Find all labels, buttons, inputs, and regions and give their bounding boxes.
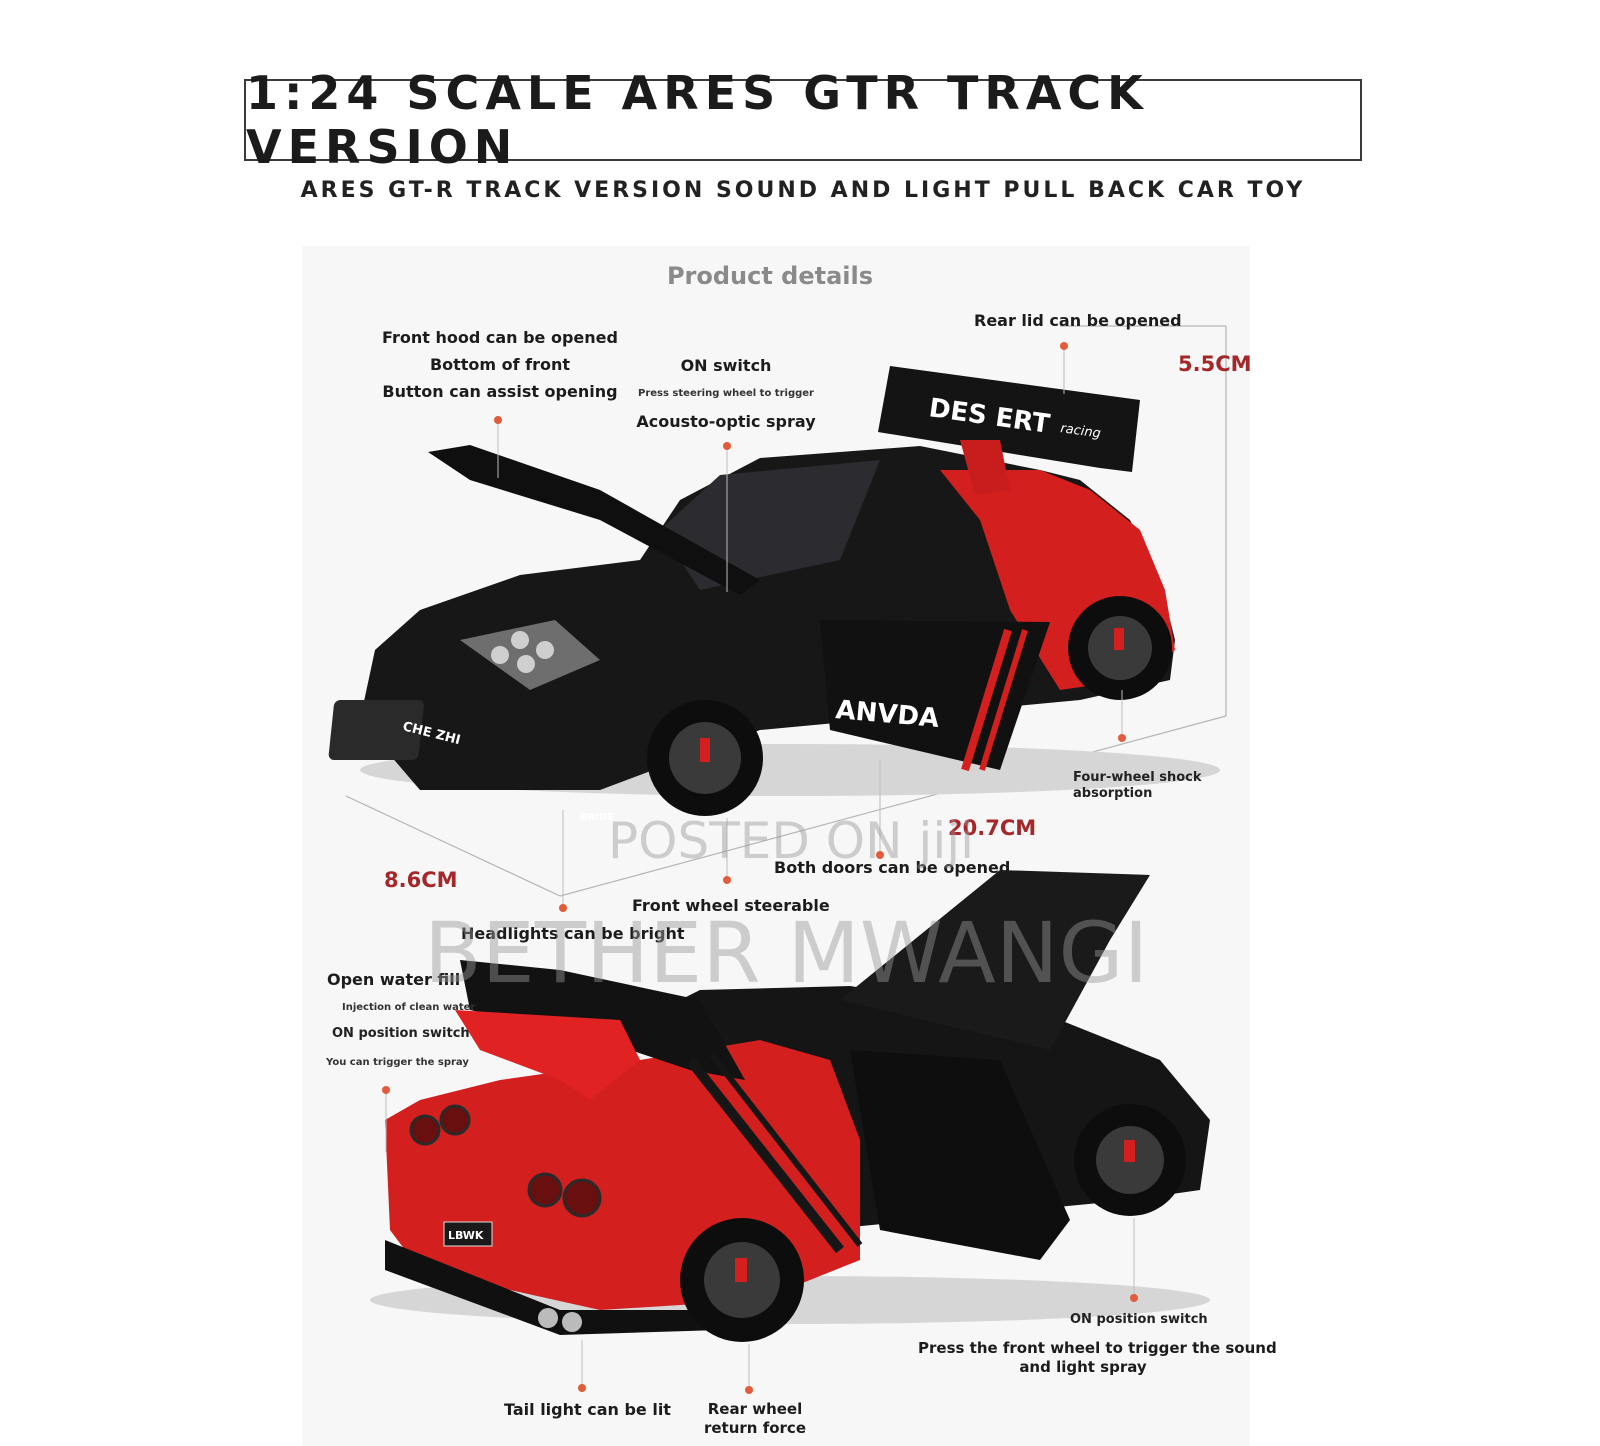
tail-light-callout: Tail light can be lit	[504, 1400, 671, 1419]
bottom-car-door	[850, 1050, 1070, 1260]
water-fill-callout: Open water fill	[327, 970, 461, 989]
callout-line: and light spray	[1019, 1358, 1147, 1376]
top-car-spoiler	[878, 366, 1140, 472]
callout-dots	[382, 342, 1138, 1394]
callout-line: Bottom of front	[429, 355, 571, 374]
callout-lines	[385, 346, 1135, 1390]
on-position-callout: ON position switch	[332, 1026, 470, 1041]
width-dimension: 8.6CM	[384, 868, 458, 892]
watermark-posted: POSTED ON jiji	[608, 812, 974, 870]
callout-line: Button can assist opening	[382, 382, 618, 401]
bride-decal: BRIDE	[580, 812, 614, 823]
on-position-right-callout: ON position switch	[1070, 1312, 1208, 1327]
callout-line: return force	[703, 1419, 806, 1437]
rear-lid-callout: Rear lid can be opened	[974, 311, 1182, 330]
bottom-car: LBWK	[370, 870, 1210, 1342]
page-title: 1:24 SCALE ARES GTR TRACK VERSION	[246, 66, 1149, 174]
rear-plate	[443, 1221, 493, 1247]
page-subtitle: ARES GT-R TRACK VERSION SOUND AND LIGHT …	[300, 178, 1306, 203]
callout-line: Press the front wheel to trigger the sou…	[918, 1339, 1277, 1357]
top-car-hood	[428, 445, 760, 595]
front-wheel-callout: Front wheel steerable	[632, 896, 830, 915]
dimension-lines	[345, 325, 1227, 897]
callout-line: Four-wheel shock	[1073, 770, 1202, 785]
rear-plate-decal: LBWK	[448, 1229, 484, 1242]
section-heading: Product details	[666, 262, 874, 290]
front-hood-callout: Front hood can be opened Bottom of front…	[372, 324, 628, 405]
shock-absorption-callout: Four-wheel shock absorption	[1073, 770, 1202, 802]
bottom-rear-wheel	[680, 1218, 804, 1342]
trigger-spray-callout: You can trigger the spray	[326, 1057, 469, 1068]
doors-callout: Both doors can be opened	[774, 858, 1011, 877]
callout-line: absorption	[1073, 786, 1153, 801]
height-dimension: 5.5CM	[1178, 352, 1252, 376]
length-dimension: 20.7CM	[948, 816, 1037, 840]
top-front-wheel	[647, 700, 763, 816]
bottom-front-wheel	[1074, 1104, 1186, 1216]
title-box: 1:24 SCALE ARES GTR TRACK VERSION	[244, 66, 1362, 174]
top-car-engine	[460, 620, 600, 690]
callout-line: Rear wheel	[707, 1400, 803, 1418]
bottom-car-diffuser	[385, 1240, 720, 1335]
callout-line: Front hood can be opened	[382, 328, 618, 347]
bottom-car-spoiler	[455, 1010, 640, 1100]
injection-callout: Injection of clean water	[342, 1002, 476, 1013]
top-car-grille	[328, 700, 424, 760]
top-car: DES ERT racing CHE ZHI BRIDE ANVDA	[328, 366, 1220, 823]
headlights-callout: Headlights can be bright	[461, 924, 685, 943]
on-switch-title: ON switch	[680, 356, 772, 375]
acousto-optic-callout: Acousto-optic spray	[636, 412, 816, 431]
bottom-car-hood	[840, 870, 1150, 1050]
watermark-name: BETHER MWANGI	[424, 904, 1149, 1002]
on-switch-subtitle: Press steering wheel to trigger	[638, 388, 814, 399]
press-front-callout: Press the front wheel to trigger the sou…	[918, 1339, 1277, 1377]
rear-wheel-callout: Rear wheel return force	[690, 1400, 820, 1438]
spoiler-decal-small: racing	[1059, 421, 1101, 441]
top-rear-wheel	[1068, 596, 1172, 700]
